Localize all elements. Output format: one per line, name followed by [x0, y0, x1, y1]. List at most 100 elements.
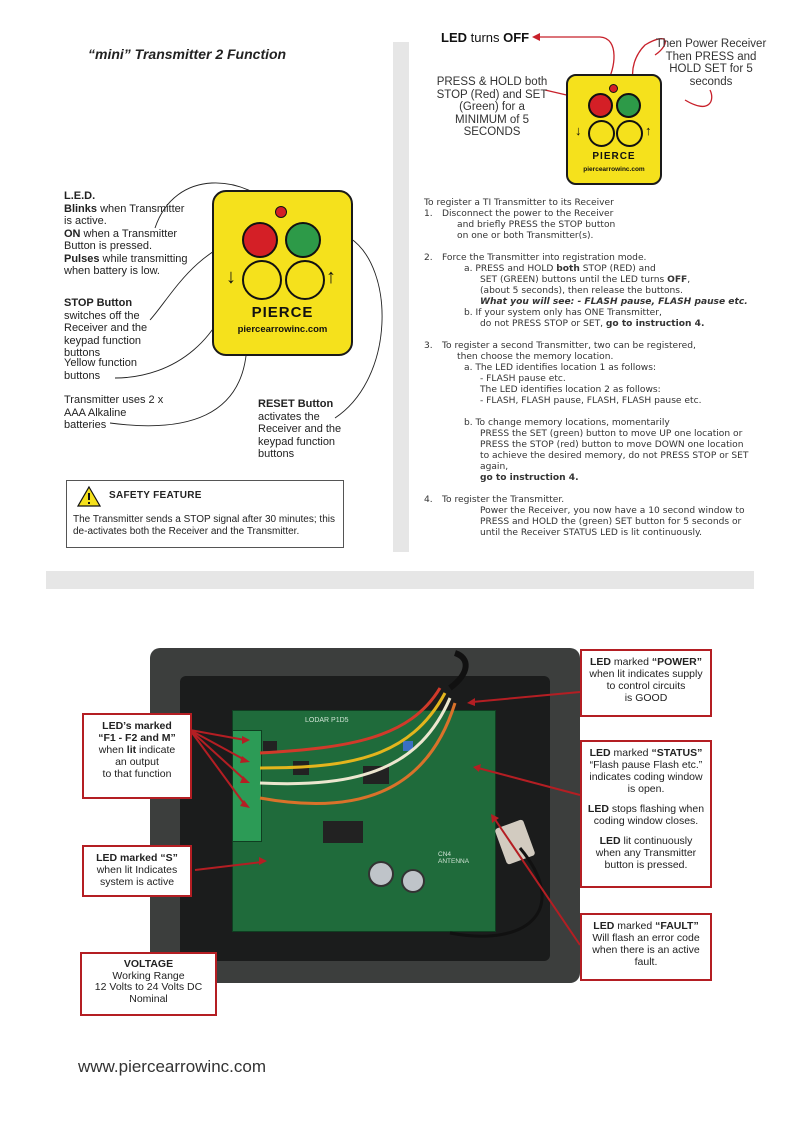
pulses-term: Pulses — [64, 252, 100, 265]
callout-f-line-4: an output — [115, 756, 159, 768]
callout-f-line-3c: indicate — [136, 744, 176, 756]
step-3a-2: - FLASH pause etc. — [480, 374, 566, 384]
footer-url: www.piercearrowinc.com — [78, 1057, 266, 1076]
step-3b-1: b. To change memory locations, momentari… — [464, 418, 670, 428]
step-4-line-1: Power the Receiver, you now have a 10 se… — [480, 506, 745, 516]
callout-s-line-1b: “S” — [160, 852, 178, 864]
turns-word: turns — [467, 30, 504, 45]
callout-status-6: coding window closes. — [593, 815, 699, 827]
callout-fault-led: LED marked “FAULT” Will flash an error c… — [580, 913, 712, 981]
step-3-heading-2: then choose the memory location. — [457, 352, 614, 362]
callout-f-leds: LED’s marked “F1 - F2 and M” when lit in… — [82, 713, 192, 799]
step-2a-4: (about 5 seconds), then release the butt… — [480, 286, 683, 296]
step-3b-2: PRESS the SET (green) button to move UP … — [480, 429, 743, 439]
callout-status-4: is open. — [627, 783, 665, 795]
up-arrow-icon: ↑ — [326, 266, 336, 288]
step-2a-bold: both — [556, 264, 580, 274]
callout-status-3: indicates coding window — [589, 771, 703, 783]
step-2-number: 2. — [424, 253, 433, 263]
callout-fault-4: fault. — [634, 956, 658, 968]
callout-power-1c: “POWER” — [651, 656, 703, 668]
receiver-callout-lines — [189, 691, 581, 946]
board-label: LODAR P1D5 — [305, 717, 349, 724]
callout-status-1b: marked — [610, 747, 652, 759]
step-3b-3: PRESS the STOP (red) button to move DOWN… — [480, 440, 744, 450]
step-3-heading-1: To register a second Transmitter, two ca… — [442, 341, 696, 351]
reset-term: RESET Button — [258, 398, 334, 410]
callout-power-1a: LED — [589, 656, 611, 668]
step-3a-3: The LED identifies location 2 as follows… — [480, 385, 661, 395]
led-turns-off-label: LED turns OFF — [441, 30, 529, 45]
transmitter-image: ↓ ↑ PIERCE piercearrowinc.com — [212, 190, 353, 356]
blinks-term: Blinks — [64, 202, 98, 215]
up-function-button — [285, 260, 325, 300]
callout-status-1c: “STATUS” — [651, 747, 703, 759]
step-3b-5: go to instruction 4. — [480, 473, 579, 483]
warning-icon — [77, 485, 101, 507]
led-heading: L.E.D. — [64, 190, 96, 202]
step-4-line-2: PRESS and HOLD the (green) SET button fo… — [480, 517, 742, 527]
callout-fault-3: when there is an active — [592, 944, 700, 956]
press-hold-instruction: PRESS & HOLD both STOP (Red) and SET (Gr… — [436, 76, 548, 138]
chip — [363, 766, 389, 784]
step-2a-1: a. PRESS and HOLD — [464, 264, 557, 274]
on-desc: when a Transmitter Button is pressed. — [64, 227, 178, 253]
brand-logo: PIERCE — [251, 304, 314, 321]
callout-voltage-line-2: Working Range — [112, 969, 185, 982]
step-4-heading: To register the Transmitter. — [442, 495, 565, 505]
reset-desc: activates the Receiver and the keypad fu… — [258, 410, 342, 461]
led-indicator-small — [609, 84, 618, 93]
safety-text: The Transmitter sends a STOP signal afte… — [73, 514, 335, 537]
led-label: L.E.D. Blinks when Transmitter is active… — [64, 190, 194, 278]
circuit-board: LODAR P1D5 CN4 ANTENNA — [232, 710, 496, 932]
callout-voltage: VOLTAGE Working Range 12 Volts to 24 Vol… — [80, 952, 217, 1016]
callout-f-line-1: LED’s marked — [102, 720, 172, 732]
callout-status-2: “Flash pause Flash etc.” — [589, 759, 703, 771]
on-term: ON — [64, 227, 81, 240]
led-indicator — [275, 206, 287, 218]
antenna-label: CN4 ANTENNA — [438, 851, 470, 865]
stop-term: STOP Button — [64, 297, 133, 309]
brand-url: piercearrowinc.com — [237, 324, 328, 335]
step-2a-2: STOP (RED) and — [579, 264, 656, 274]
chip — [263, 741, 277, 751]
stop-button-red — [242, 222, 278, 258]
callout-status-7a: LED — [599, 835, 621, 847]
callout-status-1a: LED — [589, 747, 611, 759]
step-3a-1: a. The LED identifies location 1 as foll… — [464, 363, 657, 373]
step-1-line-a: Disconnect the power to the Receiver — [442, 209, 614, 219]
receiver-photo: LODAR P1D5 CN4 ANTENNA — [150, 648, 580, 983]
callout-power-led: LED marked “POWER” when lit indicates su… — [580, 649, 712, 717]
brand-url-small: piercearrowinc.com — [583, 166, 645, 173]
down-arrow-icon-small: ↓ — [575, 123, 582, 138]
capacitor — [368, 861, 394, 887]
then-power-instruction: Then Power Receiver Then PRESS and HOLD … — [655, 38, 767, 88]
set-button-green-small — [616, 93, 641, 118]
blue-component — [403, 741, 413, 751]
callout-s-line-2: when lit Indicates — [96, 864, 178, 876]
callout-status-7b: lit continuously — [620, 835, 693, 847]
down-button-small — [588, 120, 615, 147]
off-word: OFF — [503, 30, 530, 45]
step-1-number: 1. — [424, 209, 433, 219]
instructions-intro: To register a TI Transmitter to its Rece… — [424, 198, 614, 208]
callout-s-led: LED marked “S” when lit Indicates system… — [82, 845, 192, 897]
page-title: “mini” Transmitter 2 Function — [88, 46, 287, 62]
pulses-desc: while transmitting when battery is low. — [64, 252, 188, 278]
step-2a-3c: , — [687, 275, 691, 285]
brand-logo-small: PIERCE — [592, 151, 636, 162]
step-3b-4: to achieve the desired memory, do not PR… — [480, 451, 749, 472]
callout-fault-1a: LED — [593, 920, 615, 932]
safety-heading: SAFETY FEATURE — [109, 490, 202, 501]
step-4-line-3: until the Receiver STATUS LED is lit con… — [480, 528, 702, 538]
callout-f-line-3a: when — [98, 744, 127, 756]
up-arrow-icon-small: ↑ — [645, 123, 652, 138]
callout-status-5b: stops flashing when — [608, 803, 705, 815]
step-1-line-b: and briefly PRESS the STOP button — [457, 220, 616, 230]
callout-f-line-3b: lit — [126, 744, 137, 756]
terminal-block — [232, 730, 262, 842]
step-2a-3a: SET (GREEN) buttons until the LED turns — [480, 275, 668, 285]
blinks-desc: when Transmitter is active. — [64, 202, 185, 228]
step-2b-2b: go to instruction 4. — [605, 319, 705, 329]
